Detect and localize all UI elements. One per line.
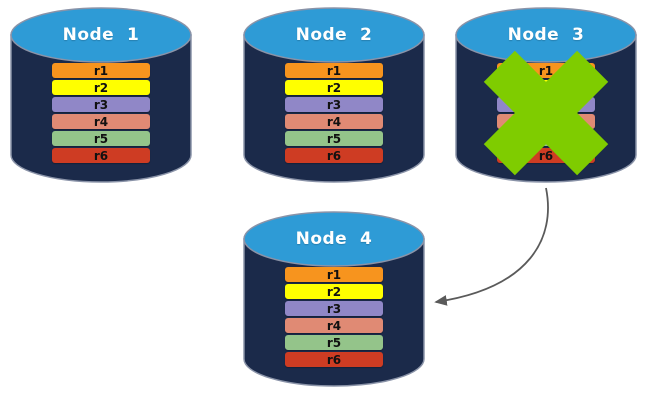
row-label: r6 (326, 148, 342, 163)
row-label: r6 (538, 148, 554, 163)
row-label: r5 (326, 335, 342, 350)
row-bar-r1[interactable]: r1 (52, 63, 150, 78)
row-bar-r3[interactable]: r3 (285, 301, 383, 316)
row-label: r1 (326, 63, 342, 78)
row-bar-r2[interactable]: r2 (285, 80, 383, 95)
row-bar-r2[interactable]: r2 (285, 284, 383, 299)
row-bar-r6[interactable]: r6 (52, 148, 150, 163)
row-label: r4 (326, 318, 342, 333)
row-bar-r6[interactable]: r6 (285, 352, 383, 367)
row-bar-r3[interactable]: r3 (52, 97, 150, 112)
row-bar-r6[interactable]: r6 (285, 148, 383, 163)
cylinder-top-ellipse (10, 7, 192, 63)
row-label: r1 (538, 63, 554, 78)
row-label: r4 (93, 114, 109, 129)
row-label: r6 (93, 148, 109, 163)
row-label: r3 (326, 301, 342, 316)
x-stroke (483, 50, 609, 176)
row-stack: r1 r2 r3 r4 r5 r6 (10, 63, 192, 163)
row-label: r2 (93, 80, 109, 95)
row-label: r4 (326, 114, 342, 129)
row-bar-r5[interactable]: r5 (52, 131, 150, 146)
row-label: r1 (326, 267, 342, 282)
row-bar-r4[interactable]: r4 (285, 318, 383, 333)
failure-x-mark (483, 50, 609, 176)
row-bar-r1[interactable]: r1 (285, 267, 383, 282)
row-label: r2 (326, 284, 342, 299)
row-label: r6 (326, 352, 342, 367)
row-bar-r5[interactable]: r5 (285, 131, 383, 146)
cylinder-top-ellipse (455, 7, 637, 63)
row-stack: r1 r2 r3 r4 r5 r6 (243, 267, 425, 367)
row-label: r5 (326, 131, 342, 146)
row-label: r3 (326, 97, 342, 112)
row-bar-r2[interactable]: r2 (52, 80, 150, 95)
cylinder-top-ellipse (243, 7, 425, 63)
row-label: r5 (93, 131, 109, 146)
row-bar-r4[interactable]: r4 (285, 114, 383, 129)
row-bar-r4[interactable]: r4 (52, 114, 150, 129)
row-stack: r1 r2 r3 r4 r5 r6 (243, 63, 425, 163)
row-label: r1 (93, 63, 109, 78)
row-bar-r3[interactable]: r3 (285, 97, 383, 112)
row-bar-r5[interactable]: r5 (285, 335, 383, 350)
node-cylinder-3[interactable]: Node 3r1r2r3r4r5r6 (455, 7, 637, 183)
row-bar-r1[interactable]: r1 (285, 63, 383, 78)
cylinder-top-ellipse (243, 211, 425, 267)
row-label: r2 (326, 80, 342, 95)
row-label: r3 (93, 97, 109, 112)
